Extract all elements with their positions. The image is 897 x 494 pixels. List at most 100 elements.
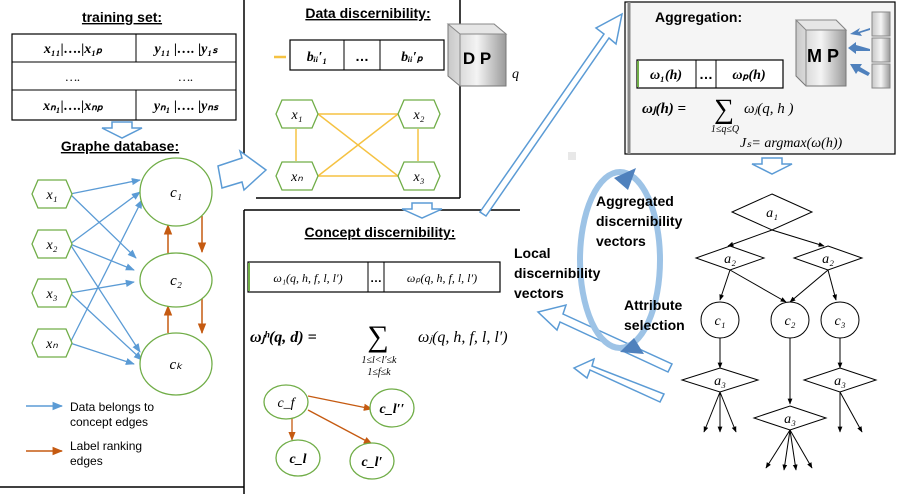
client-server-icons <box>871 11 891 89</box>
tree-a1-node <box>730 193 814 231</box>
attribute-line1: Attribute <box>624 297 683 313</box>
data-disc-cell-2: … <box>355 48 369 64</box>
x1-node <box>31 179 73 209</box>
dd-x1-node <box>275 99 319 129</box>
concept-disc-title: Concept discernibility: <box>305 224 456 240</box>
tree-c3-node <box>820 301 860 339</box>
tree-c1-label: c₁ <box>714 314 725 329</box>
concept-formula-rhs: ωⱼ(q, h, f, l, l′) <box>418 329 508 346</box>
x2-label: x₂ <box>45 238 57 253</box>
agg-formula-sub: 1≤q≤Q <box>711 124 740 135</box>
training-row1-x: x₁₁|….|x₁ₚ <box>43 42 103 57</box>
agg-formula-sum: ∑ <box>714 94 734 125</box>
aggregation-vector: ω₁(h) … ωₚ(h) <box>636 59 784 89</box>
c1-label: c₁ <box>170 185 182 201</box>
data-disc-graph-edges <box>295 113 419 177</box>
aggregated-line2: discernibility <box>596 213 683 229</box>
tree-a2-right-node <box>792 245 864 271</box>
tree-nodes <box>680 193 878 431</box>
concept-cell-2: … <box>370 271 382 285</box>
dp-server-icon: D P <box>446 23 508 87</box>
data-disc-cell-3: bᵢᵢ′ₚ <box>401 50 424 65</box>
aggregation-title: Aggregation: <box>655 9 742 25</box>
training-row2-y: …. <box>179 69 194 84</box>
right-block-arrow-1 <box>217 149 268 192</box>
data-disc-cell-1: bᵢᵢ′₁ <box>307 50 328 65</box>
tree-a3-left-node <box>680 367 760 393</box>
legend-orange-line1: Label ranking <box>70 439 142 453</box>
graph-db-x-nodes <box>31 179 73 358</box>
tree-c1-node <box>700 301 740 339</box>
cycle-arrow-top <box>614 168 636 190</box>
aggregated-line3: vectors <box>596 233 646 249</box>
concept-formula-lhs: ωⱼʰ(q, d) = <box>250 329 317 346</box>
data-disc-graph-nodes <box>275 99 441 191</box>
c1-node <box>139 157 213 227</box>
down-block-arrow-1 <box>101 121 143 139</box>
graph-db-edges-orange <box>163 216 207 335</box>
tree-c3-label: c₃ <box>834 314 845 329</box>
agg-cell-1: ω₁(h) <box>650 68 682 83</box>
dd-xn-node <box>275 161 319 191</box>
mp-label: M P <box>807 46 839 66</box>
cycle-arrow-bottom <box>620 338 644 354</box>
x1-label: x₁ <box>45 188 57 203</box>
legend-blue-line2: concept edges <box>70 415 148 429</box>
training-row3-x: xₙ₁|….|xₙₚ <box>42 99 104 114</box>
data-disc-vector: bᵢᵢ′₁ … bᵢᵢ′ₚ <box>289 39 445 71</box>
aggregation-formula: ωⱼ(h) = ∑ 1≤q≤Q ωⱼ(q, h ) Jₛ= argmax(ω(h… <box>642 94 843 151</box>
tree-a1-label: a₁ <box>766 206 778 221</box>
xn-label: xₙ <box>45 337 58 352</box>
legend-orange-line2: edges <box>70 454 103 468</box>
diagonal-block-arrow-up <box>478 12 624 218</box>
agg-cell-2: … <box>699 66 713 82</box>
local-line3: vectors <box>514 285 564 301</box>
legend-blue-line1: Data belongs to <box>70 400 154 414</box>
ck-node <box>139 332 213 396</box>
tree-c2-label: c₂ <box>784 314 795 329</box>
down-block-arrow-3 <box>751 157 793 175</box>
cf-label: c_f <box>277 396 296 411</box>
graph-db-title: Graphe database: <box>61 138 179 154</box>
tree-a3-right-label: a₃ <box>834 374 846 389</box>
tree-a2-right-label: a₂ <box>822 252 834 267</box>
concept-formula: ωⱼʰ(q, d) = ∑ 1≤l<l′≤k 1≤f≤k ωⱼ(q, h, f,… <box>250 320 508 378</box>
tree-c2-node <box>770 301 810 339</box>
small-square <box>568 152 576 160</box>
training-row2-x: …. <box>66 69 81 84</box>
concept-formula-sum: ∑ <box>367 320 388 353</box>
data-disc-title: Data discernibility: <box>305 5 430 21</box>
xn-node <box>31 328 73 358</box>
dp-label: D P <box>463 49 491 68</box>
tree-a3-mid-label: a₃ <box>784 412 796 427</box>
c2-label: c₂ <box>170 273 182 289</box>
dd-x1-label: x₁ <box>290 108 302 123</box>
ck-label: cₖ <box>169 357 183 373</box>
tree-edges <box>703 229 863 471</box>
down-block-arrow-2 <box>401 202 443 219</box>
cl1-label: c_l′ <box>361 455 382 470</box>
agg-formula-rhs: ωⱼ(q, h ) <box>744 101 793 117</box>
dd-xn-label: xₙ <box>290 170 303 185</box>
graph-db-c-nodes <box>139 157 213 396</box>
training-set-table: x₁₁|….|x₁ₚ y₁₁ |…. |y₁ₛ …. …. xₙ₁|….|xₙₚ… <box>11 33 237 121</box>
q-label: q <box>512 67 519 82</box>
training-set-title: training set: <box>82 9 162 25</box>
training-row3-y: yₙ₁ |…. |yₙₛ <box>152 99 219 114</box>
cl-label: c_l <box>289 452 306 467</box>
dd-x2-node <box>397 99 441 129</box>
concept-formula-sub2: 1≤f≤k <box>367 367 391 378</box>
tree-a2-left-node <box>694 245 766 271</box>
local-line1: Local <box>514 245 551 261</box>
client-arrows <box>848 28 870 76</box>
concept-graph-edges <box>288 395 373 445</box>
local-line2: discernibility <box>514 265 601 281</box>
dd-x3-label: x₃ <box>412 170 424 185</box>
training-row1-y: y₁₁ |…. |y₁ₛ <box>153 42 219 57</box>
agg-cell-3: ωₚ(h) <box>732 68 765 83</box>
dd-x2-label: x₂ <box>412 108 424 123</box>
concept-cell-1: ω₁(q, h, f, l, l′) <box>273 271 342 285</box>
concept-formula-sub1: 1≤l<l′≤k <box>362 355 397 366</box>
